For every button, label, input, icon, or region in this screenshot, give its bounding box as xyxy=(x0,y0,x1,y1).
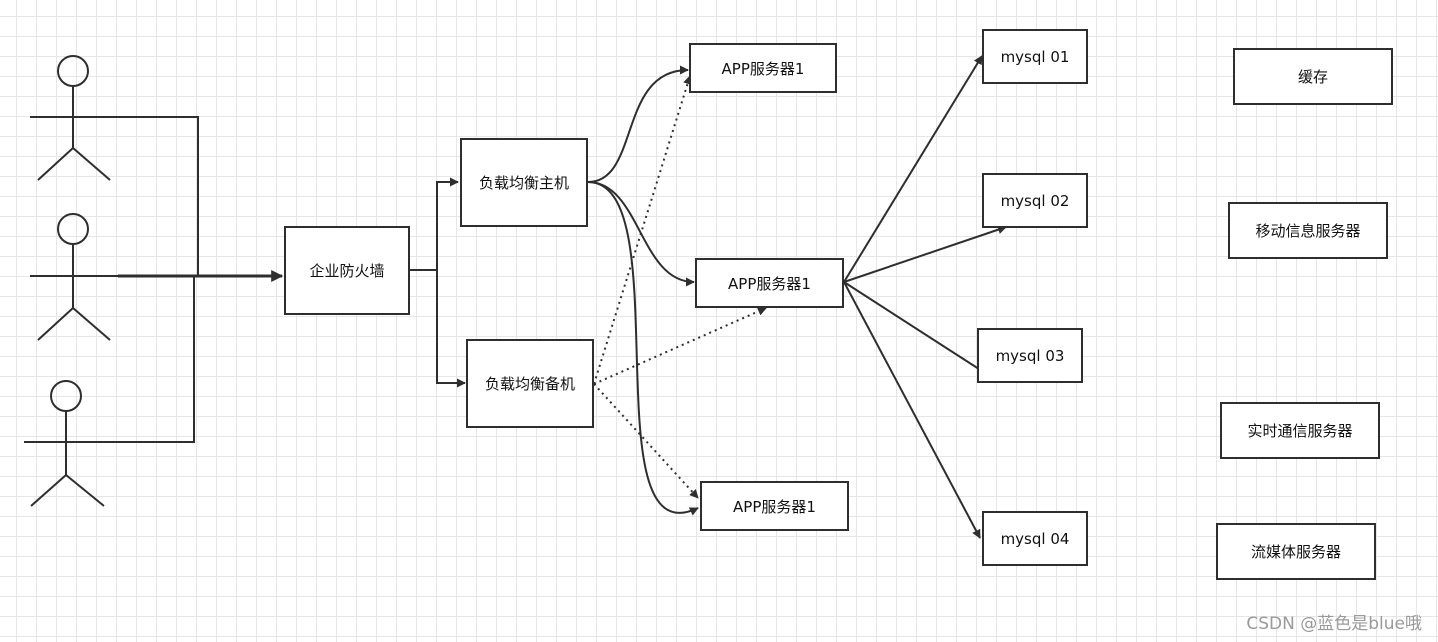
mobile-info-server-node[interactable]: 移动信息服务器 xyxy=(1228,202,1388,259)
user-actor-3 xyxy=(24,380,112,507)
realtime-comm-server-node[interactable]: 实时通信服务器 xyxy=(1220,402,1380,459)
lb-main-to-app-connectors xyxy=(587,65,699,516)
user-actor-1 xyxy=(30,55,118,181)
lb-backup-to-app-connectors xyxy=(593,75,767,499)
app-server-label-2: APP服务器1 xyxy=(728,274,811,293)
lb-backup-label: 负载均衡备机 xyxy=(484,375,575,393)
lb-main-node[interactable]: 负载均衡主机 xyxy=(460,138,588,227)
app-server-node-1[interactable]: APP服务器1 xyxy=(689,43,837,93)
mysql-01-label: mysql 01 xyxy=(1000,47,1070,66)
cache-label: 缓存 xyxy=(1297,68,1328,86)
mysql-02-label: mysql 02 xyxy=(1000,191,1070,210)
user-actor-2 xyxy=(30,213,118,341)
app-to-mysql-connectors xyxy=(843,55,1007,539)
firewall-label: 企业防火墙 xyxy=(309,262,385,280)
realtime-comm-server-label: 实时通信服务器 xyxy=(1247,422,1353,440)
cache-node[interactable]: 缓存 xyxy=(1233,48,1393,105)
streaming-server-label: 流媒体服务器 xyxy=(1250,543,1341,561)
app-server-node-2[interactable]: APP服务器1 xyxy=(695,258,844,308)
streaming-server-node[interactable]: 流媒体服务器 xyxy=(1216,523,1376,580)
app-server-label-3: APP服务器1 xyxy=(733,497,816,516)
mysql-02-node[interactable]: mysql 02 xyxy=(982,173,1088,228)
app-server-label-1: APP服务器1 xyxy=(721,59,805,78)
firewall-node[interactable]: 企业防火墙 xyxy=(284,226,410,315)
watermark: CSDN @蓝色是blue哦 xyxy=(1246,614,1422,634)
mysql-04-node[interactable]: mysql 04 xyxy=(982,511,1088,566)
firewall-to-lb-connectors xyxy=(409,177,466,388)
mysql-01-node[interactable]: mysql 01 xyxy=(982,29,1088,84)
app-server-node-3[interactable]: APP服务器1 xyxy=(700,481,849,531)
mysql-03-node[interactable]: mysql 03 xyxy=(977,328,1083,383)
mysql-03-label: mysql 03 xyxy=(995,346,1065,365)
mobile-info-server-label: 移动信息服务器 xyxy=(1255,222,1361,240)
mysql-04-label: mysql 04 xyxy=(1000,529,1070,548)
lb-backup-node[interactable]: 负载均衡备机 xyxy=(466,339,594,428)
lb-main-label: 负载均衡主机 xyxy=(478,174,569,192)
users-to-firewall-connectors xyxy=(112,116,284,443)
